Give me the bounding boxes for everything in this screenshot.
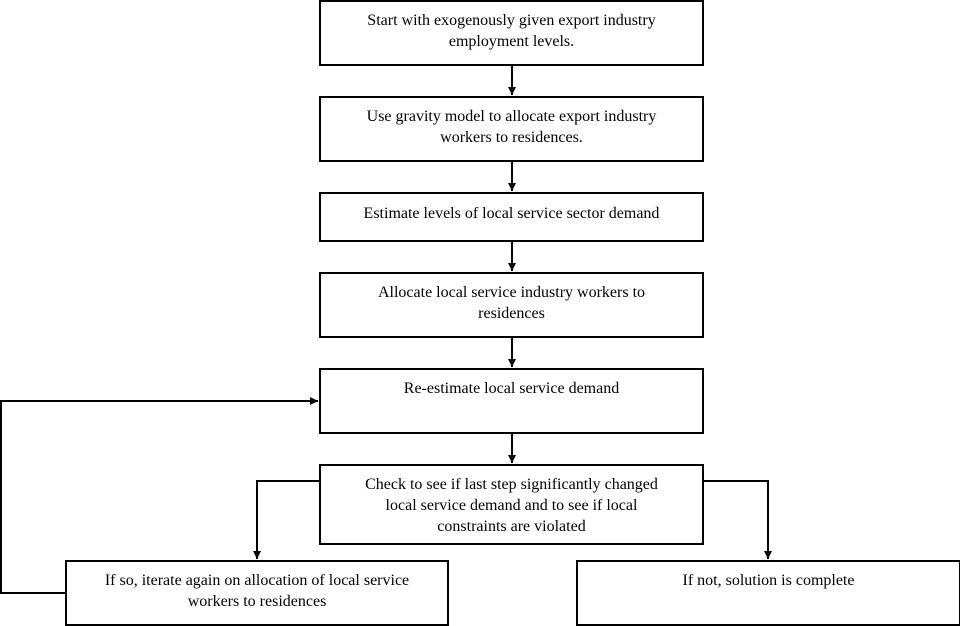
step-estimate-demand-box: Estimate levels of local service sector … xyxy=(319,192,704,242)
step-start-text: Start with exogenously given export indu… xyxy=(367,12,656,50)
step-check-constraints-box: Check to see if last step significantly … xyxy=(319,464,704,545)
step-estimate-demand-text: Estimate levels of local service sector … xyxy=(363,205,660,222)
step-allocate-workers-text: Allocate local service industry workers … xyxy=(377,284,646,322)
arrow-iterate-loop-to-reestimate xyxy=(0,397,318,594)
step-allocate-workers-box: Allocate local service industry workers … xyxy=(319,272,704,338)
step-check-constraints-text: Check to see if last step significantly … xyxy=(365,476,658,535)
arrow-check-to-iterate xyxy=(253,480,319,559)
step-iterate-again-text: If so, iterate again on allocation of lo… xyxy=(104,572,410,610)
step-start-box: Start with exogenously given export indu… xyxy=(319,0,704,66)
arrow-check-to-complete xyxy=(704,480,772,559)
step-gravity-model-text: Use gravity model to allocate export ind… xyxy=(366,108,657,146)
step-solution-complete-text: If not, solution is complete xyxy=(682,572,855,589)
step-reestimate-demand-text: Re-estimate local service demand xyxy=(403,380,620,397)
step-solution-complete-box: If not, solution is complete xyxy=(576,560,960,626)
step-iterate-again-box: If so, iterate again on allocation of lo… xyxy=(65,560,449,626)
step-reestimate-demand-box: Re-estimate local service demand xyxy=(319,368,704,434)
step-gravity-model-box: Use gravity model to allocate export ind… xyxy=(319,96,704,162)
